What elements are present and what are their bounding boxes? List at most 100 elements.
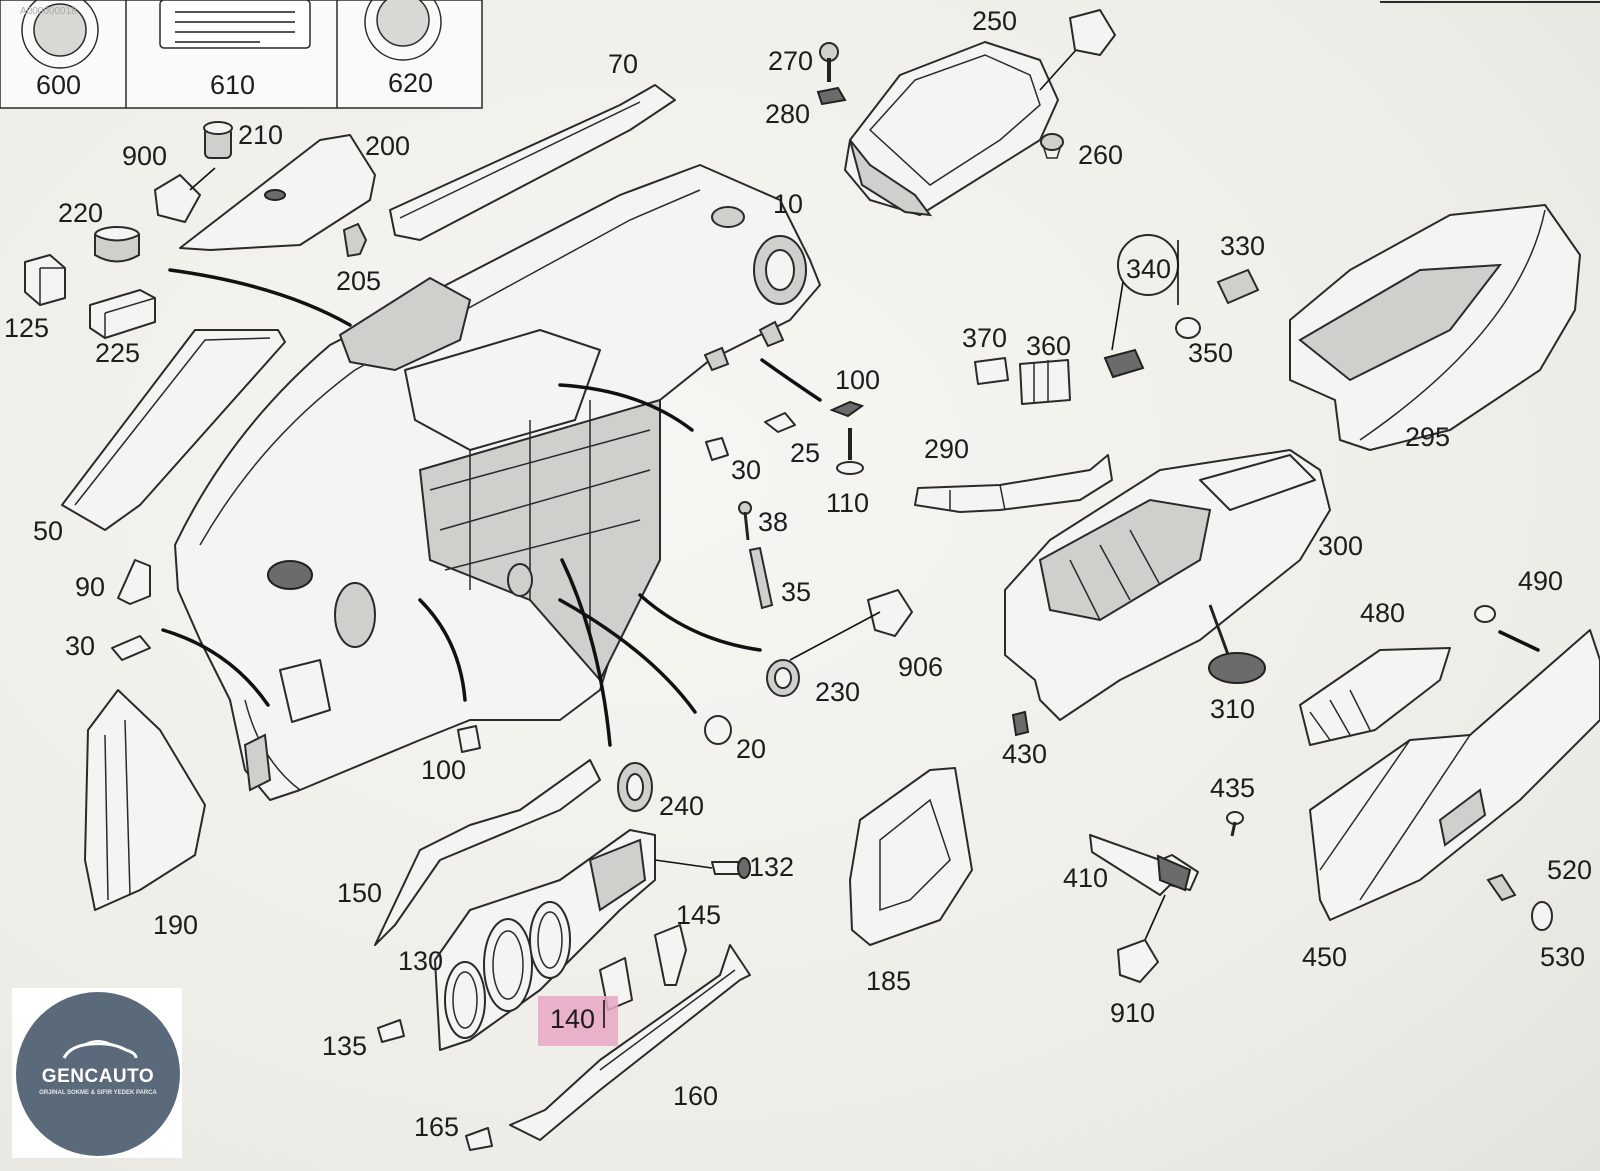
part-35-bolt	[748, 546, 774, 610]
callout-295: 295	[1405, 422, 1450, 452]
part-410-switch	[1089, 834, 1199, 941]
callout-210: 210	[238, 120, 283, 150]
callout-620: 620	[388, 68, 433, 98]
part-435-screw	[1226, 811, 1244, 837]
callout-labels: 600 610 620 250 270 280 260 70 210 900 2…	[4, 6, 1592, 1142]
part-370-switch	[974, 357, 1009, 385]
part-132-screw	[711, 857, 751, 879]
callout-20: 20	[736, 734, 766, 764]
part-25-clip	[764, 412, 796, 433]
callout-280: 280	[765, 99, 810, 129]
part-10-dashboard	[174, 164, 821, 801]
part-100-clip	[829, 400, 865, 418]
part-360-switch	[1019, 359, 1071, 405]
part-125	[24, 254, 66, 306]
header-code: A000000018	[20, 6, 77, 17]
part-480	[1299, 647, 1451, 746]
callout-430: 430	[1002, 739, 1047, 769]
part-430-screw	[1011, 710, 1030, 737]
part-110-screw	[836, 428, 864, 475]
callout-350: 350	[1188, 338, 1233, 368]
callout-135: 135	[322, 1031, 367, 1061]
callout-200: 200	[365, 131, 410, 161]
callout-435: 435	[1210, 773, 1255, 803]
callout-30b: 30	[65, 631, 95, 661]
part-490-screw	[1474, 605, 1540, 652]
part-295-glovebox	[1289, 204, 1581, 451]
callout-220: 220	[58, 198, 103, 228]
callout-30a: 30	[731, 455, 761, 485]
callout-610: 610	[210, 70, 255, 100]
part-165-clip	[465, 1127, 493, 1151]
part-100-clip-lower	[457, 725, 481, 753]
car-logo-icon	[62, 1040, 138, 1059]
callout-480: 480	[1360, 598, 1405, 628]
part-910-label	[1117, 939, 1159, 983]
callout-205: 205	[336, 266, 381, 296]
part-270-280	[816, 42, 847, 106]
callout-250: 250	[972, 6, 1017, 36]
part-130-cluster-frame	[434, 829, 656, 1051]
warning-label-icon	[159, 0, 311, 49]
part-185	[849, 767, 973, 946]
logo-tagline: ORJINAL SOKME & SIFIR YEDEK PARCA	[39, 1090, 157, 1096]
top-legend-boxes	[0, 0, 1600, 109]
part-260	[1040, 133, 1064, 159]
callout-190: 190	[153, 910, 198, 940]
part-330-switch	[1216, 268, 1260, 305]
callout-290: 290	[924, 434, 969, 464]
callout-150: 150	[337, 878, 382, 908]
callout-260: 260	[1078, 140, 1123, 170]
part-225	[89, 289, 156, 339]
part-70	[389, 84, 676, 241]
part-240-vent	[617, 762, 653, 812]
callout-340: 340	[1126, 254, 1171, 284]
callout-125: 125	[4, 313, 49, 343]
part-250	[844, 9, 1116, 217]
part-30-clip-left	[111, 635, 151, 661]
child-seat-warning-icon	[21, 0, 99, 69]
callout-600: 600	[36, 70, 81, 100]
part-145	[654, 924, 687, 986]
callout-145: 145	[676, 900, 721, 930]
airbag-warning-icon	[364, 0, 442, 61]
callout-90: 90	[75, 572, 105, 602]
part-350-switch	[1175, 317, 1201, 339]
part-205	[342, 222, 368, 258]
logo-name: GENCAUTO	[41, 1066, 155, 1087]
part-906-label	[789, 589, 913, 661]
part-150	[374, 759, 601, 946]
callout-300: 300	[1318, 531, 1363, 561]
part-230-grommet	[766, 659, 800, 697]
callout-140: 140	[550, 1004, 595, 1034]
callout-230: 230	[815, 677, 860, 707]
callout-130: 130	[398, 946, 443, 976]
callout-370: 370	[962, 323, 1007, 353]
callout-165: 165	[414, 1112, 459, 1142]
part-310-gear	[1208, 604, 1266, 684]
callout-100b: 100	[421, 755, 466, 785]
part-38-screw	[738, 501, 752, 541]
callout-25: 25	[790, 438, 820, 468]
part-290	[914, 454, 1113, 513]
part-530-washer	[1531, 901, 1553, 931]
callout-38: 38	[758, 507, 788, 537]
logo-circle	[16, 992, 180, 1156]
part-20-cap	[704, 715, 732, 745]
callout-35: 35	[781, 577, 811, 607]
callout-910: 910	[1110, 998, 1155, 1028]
callout-270: 270	[768, 46, 813, 76]
callout-100a: 100	[835, 365, 880, 395]
part-135-clip	[377, 1019, 405, 1043]
part-90-bracket	[117, 559, 151, 605]
callout-450: 450	[1302, 942, 1347, 972]
callout-240: 240	[659, 791, 704, 821]
callout-50: 50	[33, 516, 63, 546]
part-30-clip	[705, 437, 729, 461]
part-300-console	[1004, 449, 1331, 721]
callout-520: 520	[1547, 855, 1592, 885]
callout-10: 10	[773, 189, 803, 219]
part-50	[61, 329, 286, 531]
part-900	[154, 174, 201, 223]
